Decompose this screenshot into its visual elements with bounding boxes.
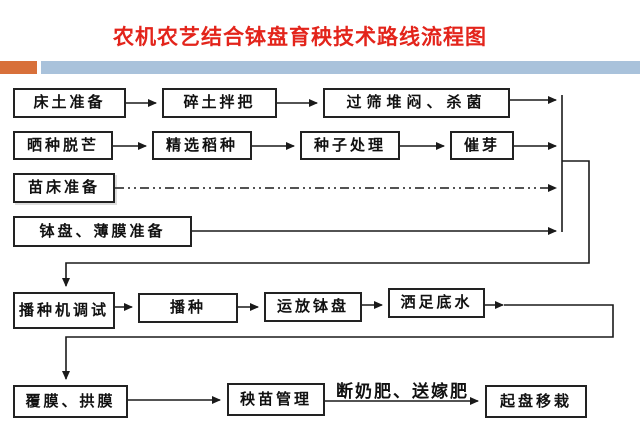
flow-node-soil-crushing: 碎土拌把 xyxy=(162,88,277,118)
flow-node-sowing: 播种 xyxy=(138,293,238,323)
flow-node-transplanting: 起盘移栽 xyxy=(485,385,587,418)
flow-node-seeder-debugging: 播种机调试 xyxy=(13,292,115,329)
flow-node-seed-drying: 晒种脱芒 xyxy=(13,131,113,160)
accent-bar-orange xyxy=(0,61,37,74)
accent-bar-blue xyxy=(41,61,640,74)
page-title: 农机农艺结合钵盘育秧技术路线流程图 xyxy=(113,24,487,49)
flow-node-germination: 催芽 xyxy=(450,131,514,160)
flow-node-seedbed-prep: 苗床准备 xyxy=(13,173,115,203)
flow-node-base-watering: 洒足底水 xyxy=(388,288,485,318)
flow-node-seed-treatment: 种子处理 xyxy=(300,131,400,160)
flow-node-seed-selection: 精选稻种 xyxy=(152,131,252,160)
flow-node-tray-film-prep: 钵盘、薄膜准备 xyxy=(13,216,192,247)
flow-node-seedling-management: 秧苗管理 xyxy=(227,383,325,416)
flow-node-tray-placement: 运放钵盘 xyxy=(264,292,362,322)
edge-label-fertilizer-note: 断奶肥、送嫁肥 xyxy=(336,382,469,402)
flow-node-sieving-sterilizing: 过筛堆闷、杀菌 xyxy=(323,88,510,118)
flow-node-bed-soil-prep: 床土准备 xyxy=(13,88,126,118)
flow-node-film-covering: 覆膜、拱膜 xyxy=(13,385,128,418)
